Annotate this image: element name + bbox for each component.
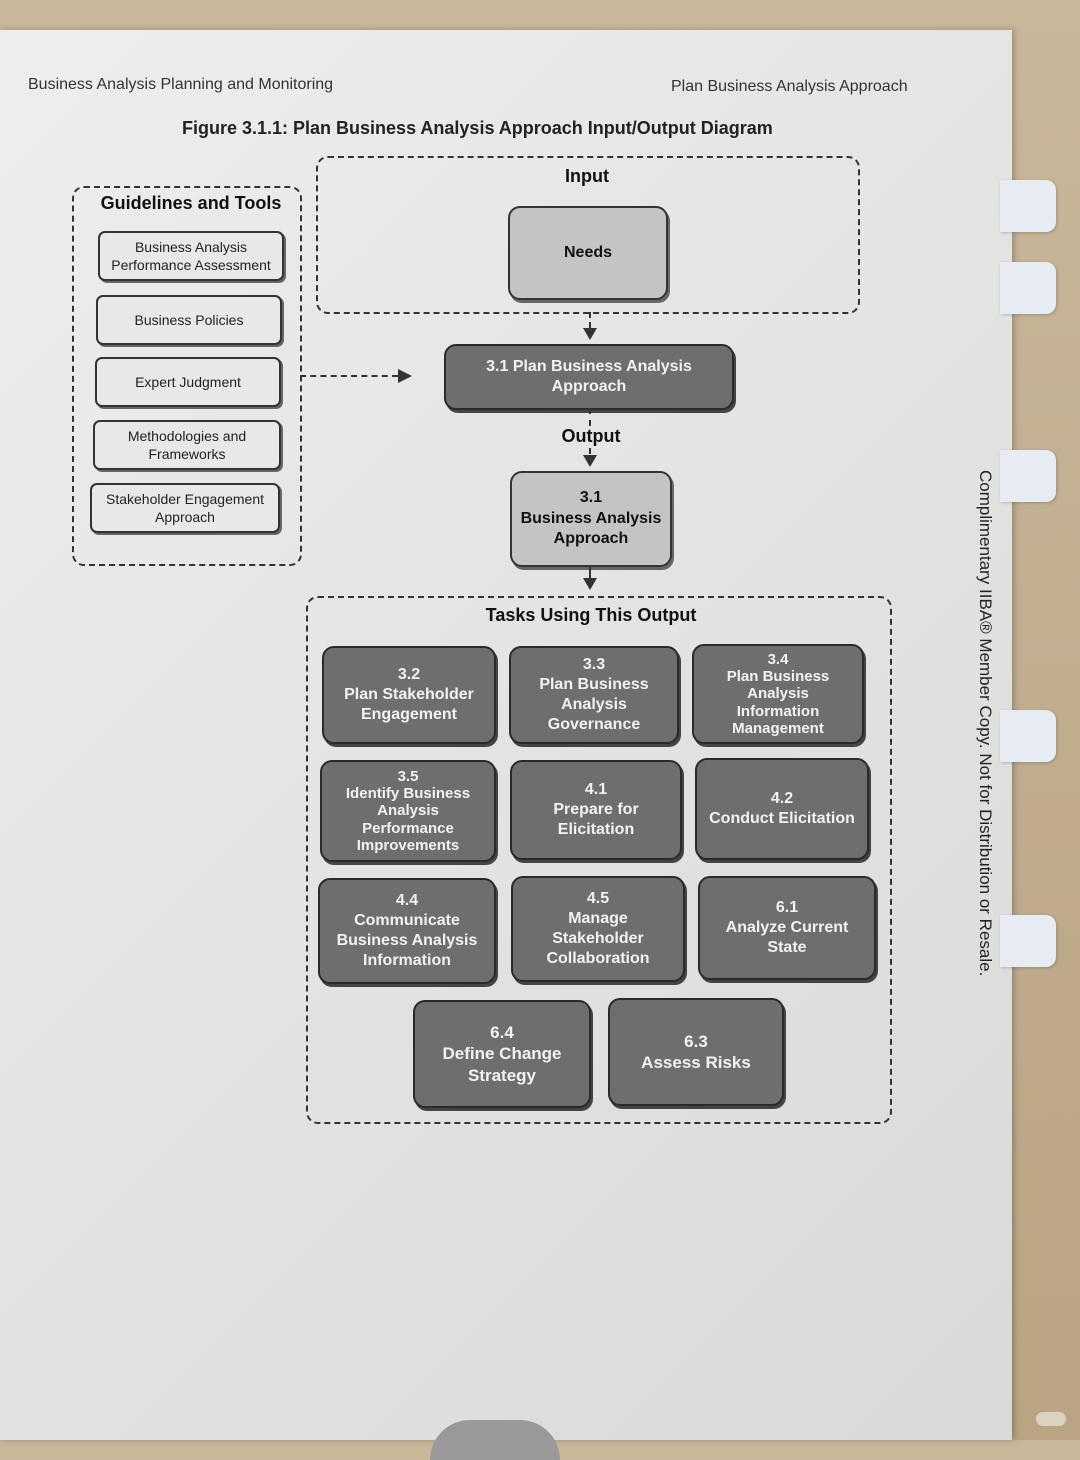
- task-number: 3.5: [397, 767, 419, 785]
- task-card: 4.1 Prepare for Elicitation: [510, 760, 682, 860]
- task-number: 4.2: [770, 790, 794, 807]
- task-name: Plan Stakeholder Engagement: [344, 686, 474, 723]
- task-name: Plan Business Analysis Information Manag…: [726, 668, 830, 737]
- task-number: 4.5: [586, 890, 610, 907]
- flow-line: [589, 408, 591, 426]
- watermark-badge: [1036, 1412, 1066, 1426]
- guideline-item: Methodologies and Frameworks: [93, 420, 281, 470]
- arrow-down-icon: [583, 455, 597, 467]
- figure-title: Figure 3.1.1: Plan Business Analysis App…: [182, 118, 773, 138]
- page-tab: [1000, 915, 1056, 967]
- guideline-item: Business Analysis Performance Assessment: [98, 231, 284, 281]
- arrow-down-icon: [583, 578, 597, 590]
- task-card: 3.5 Identify Business Analysis Performan…: [320, 760, 496, 862]
- output-box: 3.1 Business Analysis Approach: [510, 471, 672, 567]
- arrow-right-icon: [398, 369, 412, 383]
- task-name: Assess Risks: [641, 1053, 751, 1072]
- page-edge-shadow: [430, 1420, 560, 1460]
- guideline-item: Expert Judgment: [95, 357, 281, 407]
- task-number: 6.1: [775, 899, 799, 916]
- task-number: 6.4: [490, 1023, 514, 1043]
- running-header-right: Plan Business Analysis Approach: [671, 78, 908, 95]
- task-card: 3.2 Plan Stakeholder Engagement: [322, 646, 496, 744]
- task-name: Analyze Current State: [725, 919, 849, 956]
- task-name: Conduct Elicitation: [709, 810, 855, 827]
- running-header-left: Business Analysis Planning and Monitorin…: [28, 76, 334, 93]
- task-card: 6.4 Define Change Strategy: [413, 1000, 591, 1108]
- task-card: 3.3 Plan Business Analysis Governance: [509, 646, 679, 744]
- tasks-container: [306, 596, 892, 1124]
- output-label: Output: [561, 426, 621, 446]
- input-container: [316, 156, 860, 314]
- page-tab: [1000, 450, 1056, 502]
- task-card: 6.3 Assess Risks: [608, 998, 784, 1106]
- guidelines-title: Guidelines and Tools: [100, 193, 282, 213]
- tasks-title: Tasks Using This Output: [485, 605, 697, 625]
- flow-line: [589, 312, 591, 328]
- page-tab: [1000, 180, 1056, 232]
- task-name: Plan Business Analysis Governance: [539, 676, 649, 733]
- task-card: 4.5 Manage Stakeholder Collaboration: [511, 876, 685, 982]
- guideline-item: Stakeholder Engagement Approach: [90, 483, 280, 533]
- flow-line: [589, 448, 591, 454]
- task-card: 3.4 Plan Business Analysis Information M…: [692, 644, 864, 744]
- task-number: 6.3: [684, 1031, 708, 1051]
- task-number: 3.3: [582, 656, 606, 673]
- task-name: Manage Stakeholder Collaboration: [546, 910, 650, 967]
- input-label: Input: [565, 166, 609, 186]
- page-tab: [1000, 262, 1056, 314]
- task-number: 4.1: [584, 781, 608, 798]
- task-name: Define Change Strategy: [442, 1044, 562, 1085]
- arrow-down-icon: [583, 328, 597, 340]
- flow-line: [589, 566, 591, 578]
- task-number: 3.4: [767, 650, 789, 668]
- guidelines-connector: [300, 375, 398, 377]
- task-card: 6.1 Analyze Current State: [698, 876, 876, 980]
- task-name: Communicate Business Analysis Informatio…: [336, 912, 478, 969]
- task-box: 3.1 Plan Business Analysis Approach: [444, 344, 734, 410]
- task-name: Identify Business Analysis Performance I…: [345, 785, 471, 854]
- page-tab: [1000, 710, 1056, 762]
- task-number: 4.4: [395, 892, 419, 909]
- task-card: 4.2 Conduct Elicitation: [695, 758, 869, 860]
- input-needs-box: Needs: [508, 206, 668, 300]
- task-card: 4.4 Communicate Business Analysis Inform…: [318, 878, 496, 984]
- task-name: Prepare for Elicitation: [553, 801, 639, 838]
- copyright-notice: Complimentary IIBA® Member Copy. Not for…: [976, 470, 995, 977]
- task-number: 3.2: [397, 666, 421, 683]
- guideline-item: Business Policies: [96, 295, 282, 345]
